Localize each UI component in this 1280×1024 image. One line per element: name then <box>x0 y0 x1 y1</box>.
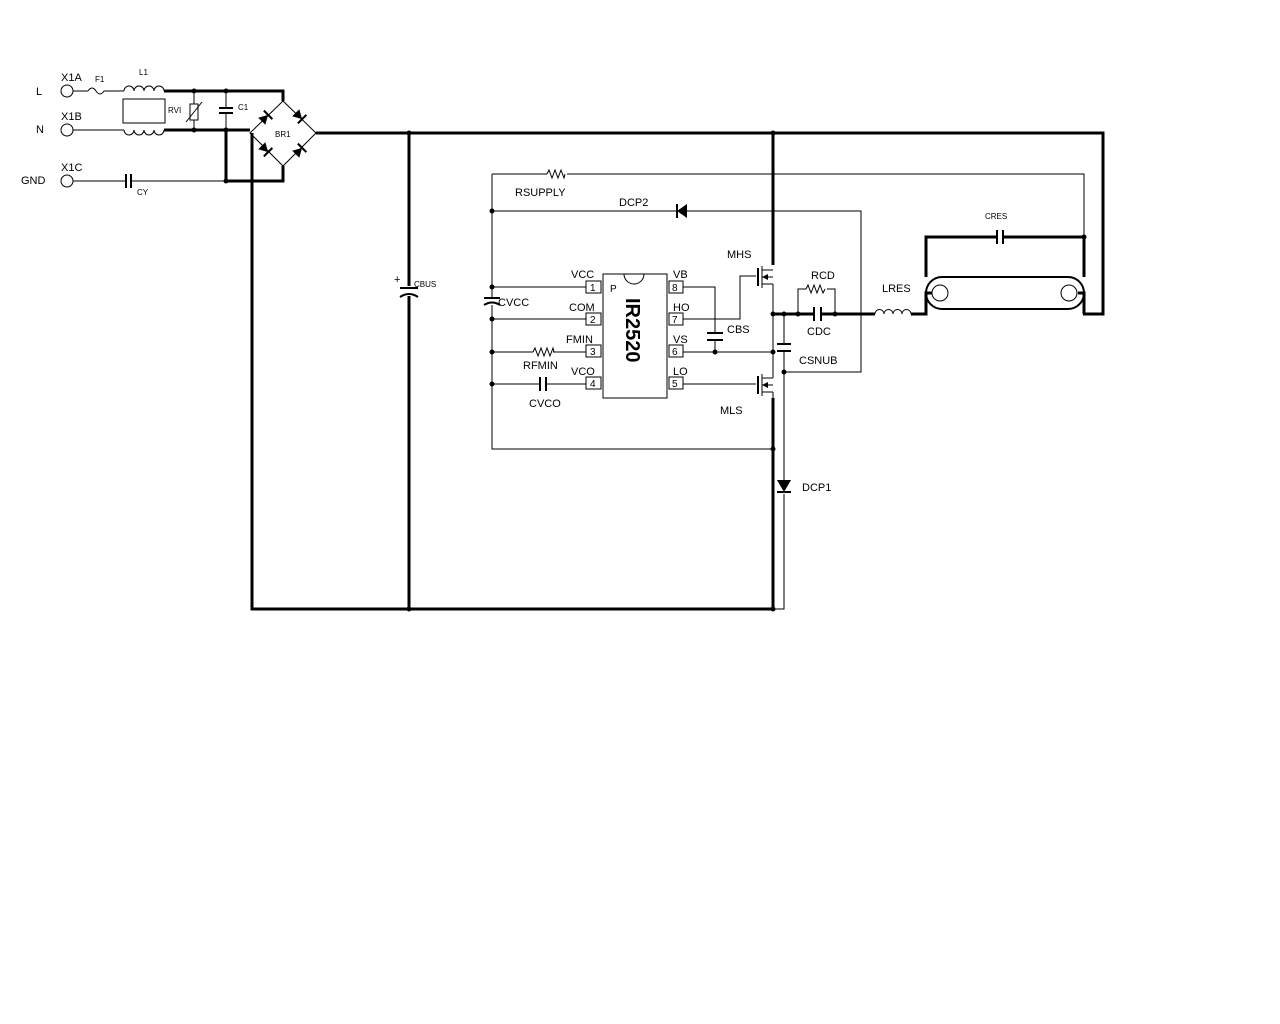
inductor-l1-top <box>123 85 165 92</box>
pin-7-number: 7 <box>672 315 678 326</box>
pin-6-number: 6 <box>672 347 678 358</box>
pin-6-name: VS <box>673 334 688 346</box>
capacitor-cres <box>996 230 1004 244</box>
cvco-label: CVCO <box>529 398 561 410</box>
input-terminals: L N GND X1A X1B X1C <box>21 72 82 188</box>
ic-ir2520: P IR2520 1 VCC 2 COM 3 FMIN 4 VCO 8 VB 7… <box>566 269 690 399</box>
input-filter: F1 L1 RVI C1 CY <box>73 68 285 197</box>
line-label: L <box>36 86 42 98</box>
pin-5-number: 5 <box>672 379 678 390</box>
cdc-label: CDC <box>807 326 831 338</box>
inductor-l1-bottom <box>123 129 165 136</box>
control-section: RSUPPLY DCP2 CVCC RFMIN CVCO <box>483 168 1085 452</box>
ic-notch-mark: P <box>610 284 617 295</box>
capacitor-cy <box>125 174 132 188</box>
bridge-label: BR1 <box>275 130 291 139</box>
x1a-label: X1A <box>61 72 82 84</box>
capacitor-cvco <box>539 377 547 391</box>
ic-body <box>602 273 668 399</box>
fuse-f1 <box>87 87 105 95</box>
capacitor-csnub <box>777 343 791 352</box>
pin-4-name: VCO <box>571 366 595 378</box>
bridge-rectifier-br1: BR1 <box>249 100 317 167</box>
inductor-l1-core <box>122 98 166 124</box>
pin-8-number: 8 <box>672 283 678 294</box>
dcp2-label: DCP2 <box>619 197 648 209</box>
fluorescent-lamp <box>925 276 1085 310</box>
inductor-lres <box>874 309 912 315</box>
csnub-label: CSNUB <box>799 355 838 367</box>
capacitor-cbs <box>707 332 723 341</box>
pin-2-number: 2 <box>590 315 596 326</box>
mosfet-mhs <box>757 266 773 288</box>
capacitor-cbus-label: CBUS <box>414 280 436 289</box>
resistor-rsupply <box>546 168 566 180</box>
x1b-label: X1B <box>61 111 82 123</box>
mls-label: MLS <box>720 405 743 417</box>
inductor-l1-label: L1 <box>139 68 148 77</box>
resistor-rcd <box>805 283 826 295</box>
mhs-label: MHS <box>727 249 751 261</box>
dc-bus: + CBUS <box>250 130 1105 612</box>
resistor-rfmin <box>532 346 555 358</box>
pin-1-number: 1 <box>590 283 596 294</box>
pin-2-name: COM <box>569 302 595 314</box>
output-stage: CBS MHS MLS CSNUB <box>683 212 1087 610</box>
ground-label: GND <box>21 175 46 187</box>
pin-8-name: VB <box>673 269 688 281</box>
capacitor-cdc <box>813 307 822 321</box>
cres-label: CRES <box>985 212 1007 221</box>
mosfet-mls <box>757 374 773 396</box>
pin-7-name: HO <box>673 302 690 314</box>
fuse-label: F1 <box>95 75 105 84</box>
diode-dcp1 <box>777 480 791 492</box>
pin-3-name: FMIN <box>566 334 593 346</box>
lres-label: LRES <box>882 283 911 295</box>
pin-3-number: 3 <box>590 347 596 358</box>
pin-5-name: LO <box>673 366 688 378</box>
rsupply-label: RSUPPLY <box>515 187 566 199</box>
pin-4-number: 4 <box>590 379 596 390</box>
dcp1-label: DCP1 <box>802 482 831 494</box>
cvcc-label: CVCC <box>498 297 529 309</box>
varistor-rvi <box>189 103 199 121</box>
terminal-x1c <box>60 174 74 188</box>
varistor-label: RVI <box>168 106 181 115</box>
ic-name: IR2520 <box>621 298 643 363</box>
terminal-x1b <box>60 123 74 137</box>
rfmin-label: RFMIN <box>523 360 558 372</box>
capacitor-cy-label: CY <box>137 188 149 197</box>
cbus-polarity: + <box>394 274 400 286</box>
x1c-label: X1C <box>61 162 82 174</box>
capacitor-c1 <box>219 107 233 114</box>
rcd-label: RCD <box>811 270 835 282</box>
pin-1-name: VCC <box>571 269 594 281</box>
capacitor-c1-label: C1 <box>238 103 249 112</box>
terminal-x1a <box>60 84 74 98</box>
neutral-label: N <box>36 124 44 136</box>
cbs-label: CBS <box>727 324 750 336</box>
